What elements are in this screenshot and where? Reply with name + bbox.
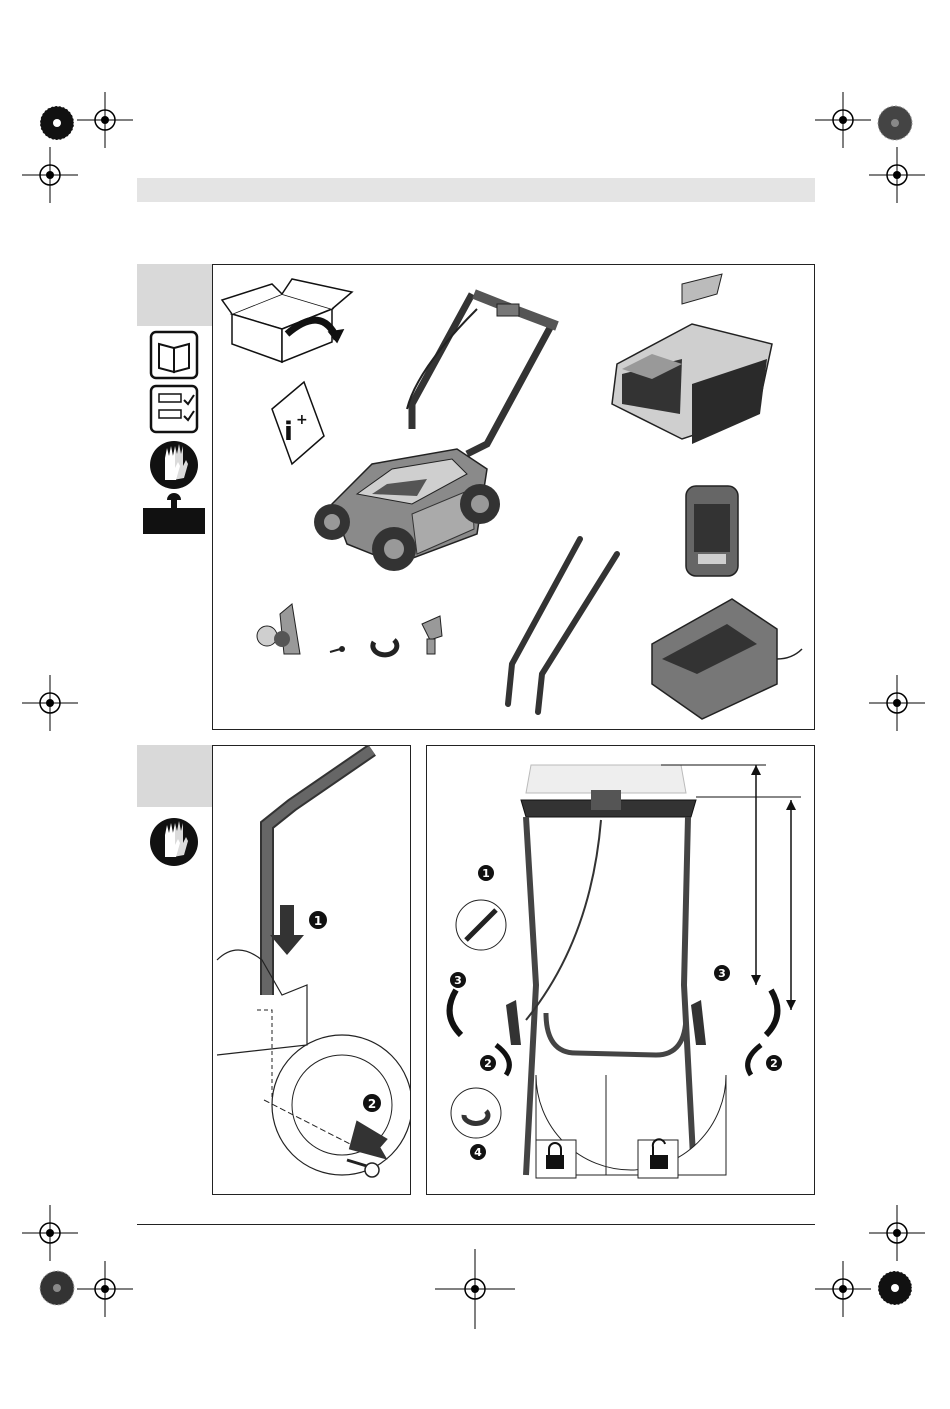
color-target-icon <box>40 1271 74 1305</box>
step-badge-3: 3 <box>714 965 730 981</box>
step-badge-2: 2 <box>766 1055 782 1071</box>
info-plus-booklet-icon: i + <box>272 382 324 464</box>
figure-2-tab <box>137 745 212 807</box>
manual-i-glyph: i <box>284 417 293 447</box>
footer-rule <box>137 1224 815 1225</box>
cardboard-box-icon <box>222 279 352 362</box>
cable-clip <box>373 640 397 655</box>
grass-box <box>612 274 772 444</box>
svg-text:2: 2 <box>368 1097 376 1111</box>
svg-text:1: 1 <box>482 867 490 880</box>
svg-text:3: 3 <box>454 974 462 987</box>
figure-1-tab <box>137 264 212 326</box>
charger <box>652 599 802 719</box>
svg-text:2: 2 <box>770 1057 778 1070</box>
side-icons-figure-2 <box>137 812 212 872</box>
step-badge-2: 2 <box>363 1094 381 1112</box>
key <box>422 616 442 654</box>
checklist-icon <box>151 386 197 432</box>
svg-text:1: 1 <box>314 914 322 928</box>
manual-plus-glyph: + <box>296 412 308 428</box>
svg-text:4: 4 <box>474 1146 482 1159</box>
svg-text:2: 2 <box>484 1057 492 1070</box>
weight-icon <box>143 493 205 534</box>
color-target-icon <box>40 106 74 140</box>
side-icons-figure-1 <box>137 330 212 540</box>
figure-2a-illustration: 1 2 <box>212 745 411 1195</box>
screw <box>330 646 345 652</box>
handle-tubes <box>508 539 617 712</box>
step-badge-1: 1 <box>309 911 327 929</box>
step-badge-1: 1 <box>478 865 494 881</box>
figure-2b-illustration: 1 3 3 2 2 4 <box>426 745 815 1195</box>
gloves-icon <box>150 818 198 866</box>
figure-1-illustration: i + <box>212 264 815 730</box>
step-badge-3: 3 <box>450 972 466 988</box>
step-badge-4: 4 <box>470 1144 486 1160</box>
header-bar <box>137 178 815 202</box>
read-manual-icon <box>151 332 197 378</box>
battery <box>686 486 738 576</box>
lawnmower <box>314 294 557 571</box>
svg-text:3: 3 <box>718 967 726 980</box>
color-target-icon <box>878 1271 912 1305</box>
step-badge-2: 2 <box>480 1055 496 1071</box>
unlock-icon <box>638 1139 678 1178</box>
clamp-lever <box>257 604 300 654</box>
lock-icon <box>536 1140 576 1178</box>
color-target-icon <box>878 106 912 140</box>
gloves-icon <box>150 441 198 489</box>
